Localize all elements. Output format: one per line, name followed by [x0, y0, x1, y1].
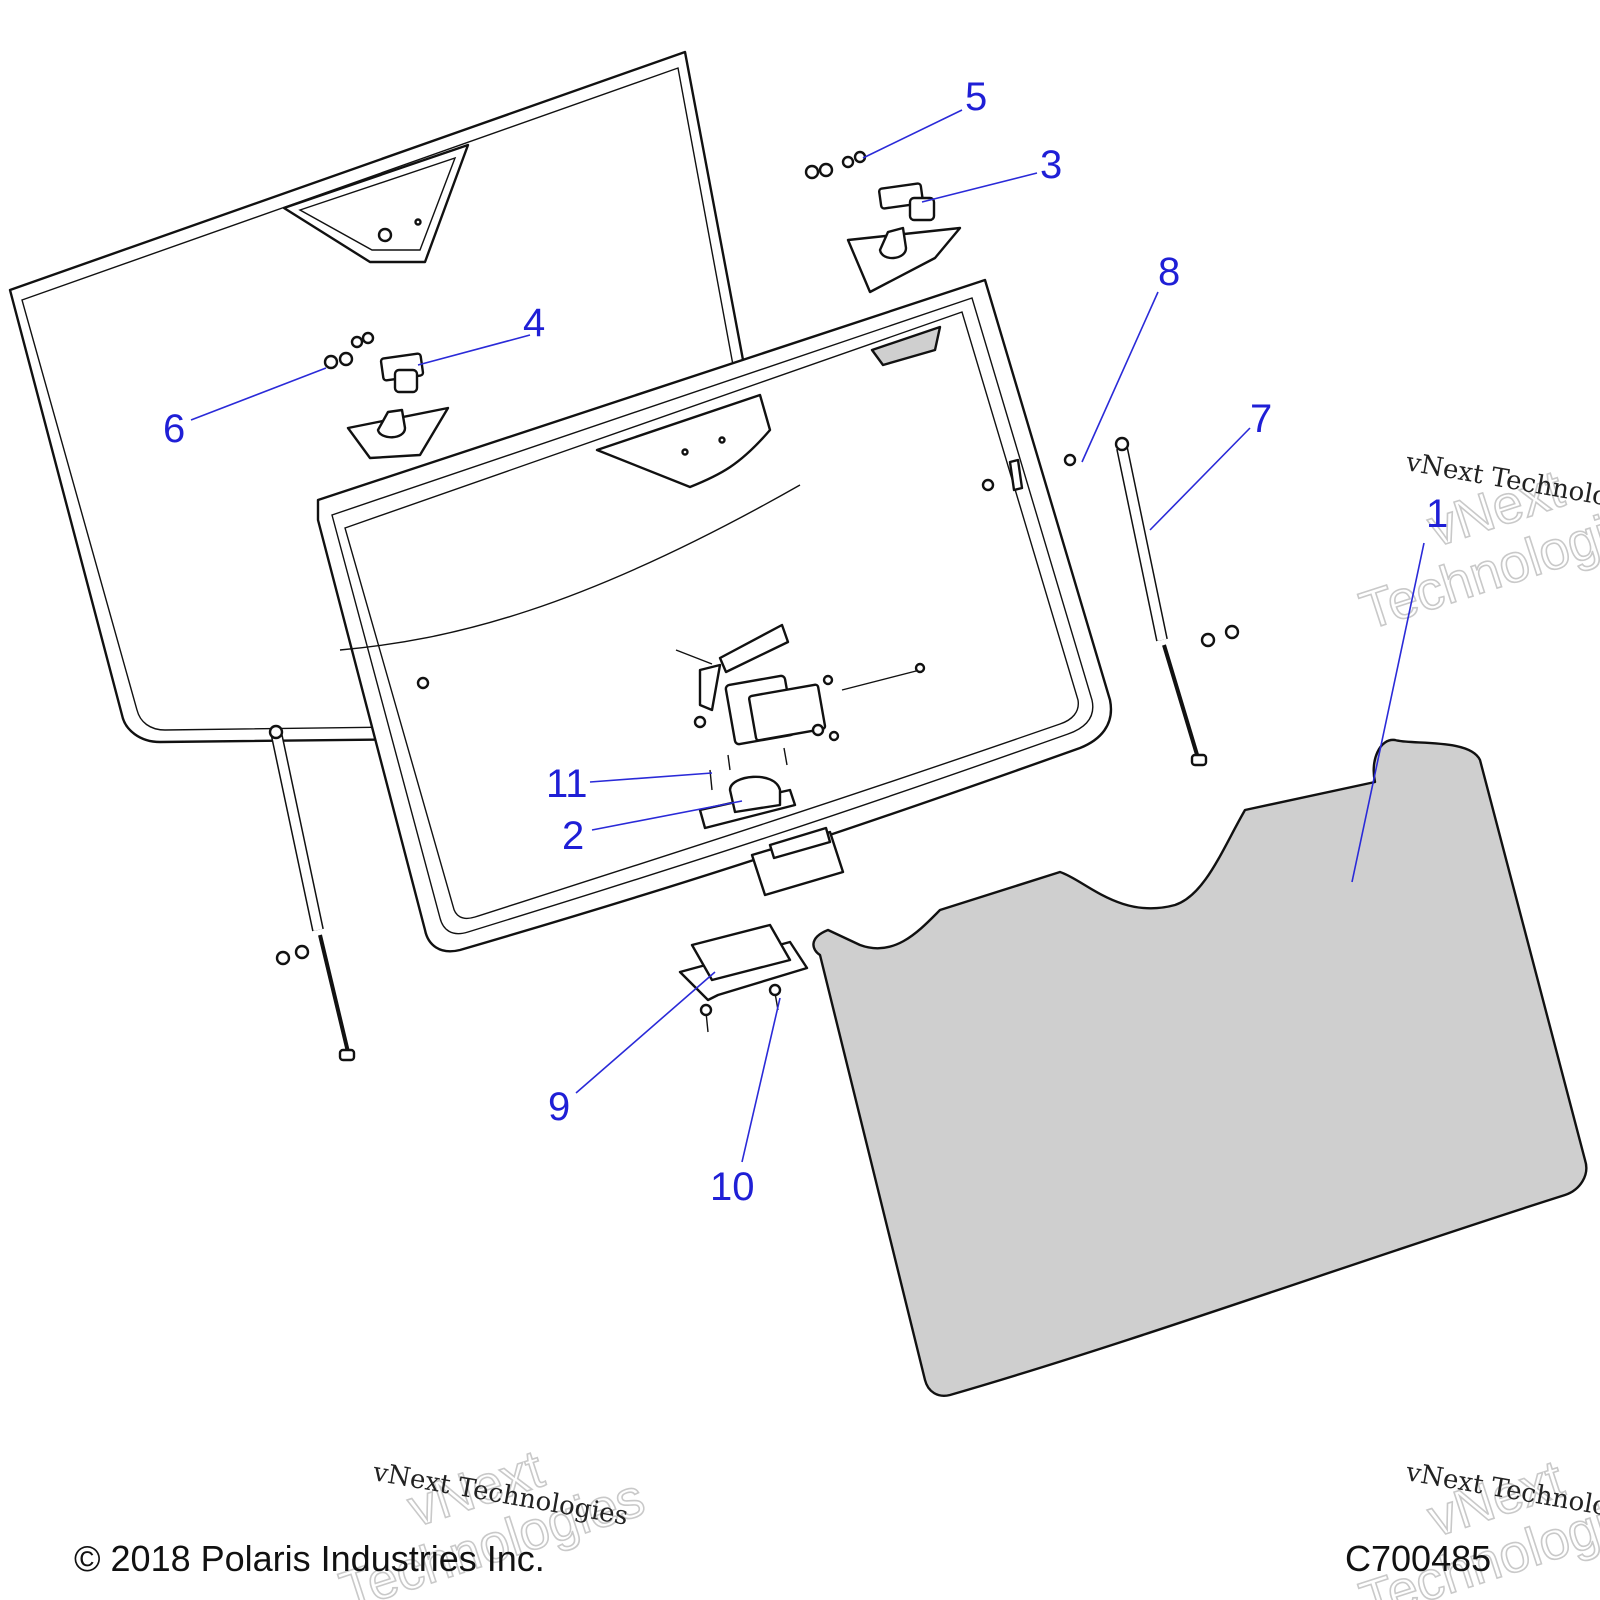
callout-3[interactable]: 3	[1040, 143, 1062, 187]
callout-4[interactable]: 4	[523, 301, 545, 345]
gas-strut-left	[268, 724, 356, 1062]
window-seal-frame	[316, 278, 1113, 953]
leader-line-8	[1081, 291, 1159, 463]
copyright-text: © 2018 Polaris Industries Inc.	[74, 1538, 545, 1579]
window-glass-panel	[812, 738, 1588, 1397]
leader-line-2	[591, 800, 743, 831]
leader-line-5	[862, 109, 963, 159]
leader-line-9	[575, 971, 716, 1094]
callout-2[interactable]: 2	[562, 814, 584, 858]
callout-10[interactable]: 10	[710, 1165, 755, 1209]
lower-bracket	[750, 826, 845, 897]
callout-7[interactable]: 7	[1250, 397, 1272, 441]
callout-9[interactable]: 9	[548, 1085, 570, 1129]
hinge-mount-bracket	[678, 923, 809, 1033]
leader-line-11	[589, 772, 713, 783]
callout-1[interactable]: 1	[1426, 492, 1448, 536]
hinge-right	[804, 150, 962, 294]
leader-line-7	[1149, 427, 1251, 531]
striker-bracket	[698, 747, 797, 830]
callout-11[interactable]: 11	[546, 762, 588, 806]
leader-line-1	[1351, 542, 1425, 883]
leader-line-6	[190, 367, 327, 421]
callout-6[interactable]: 6	[163, 407, 185, 451]
leader-line-4	[417, 334, 531, 366]
callout-labels: 1 2 3 4 5 6 7 8 9 10 11	[163, 75, 1448, 1209]
leader-line-10	[741, 997, 781, 1163]
diagram-id: C700485	[1345, 1538, 1492, 1579]
leader-lines	[190, 109, 1425, 1163]
leader-line-3	[921, 172, 1038, 203]
hinge-left	[323, 331, 450, 460]
latch-assembly	[675, 623, 926, 746]
gas-strut-right	[1063, 436, 1240, 767]
callout-8[interactable]: 8	[1158, 250, 1180, 294]
callout-5[interactable]: 5	[965, 75, 987, 119]
